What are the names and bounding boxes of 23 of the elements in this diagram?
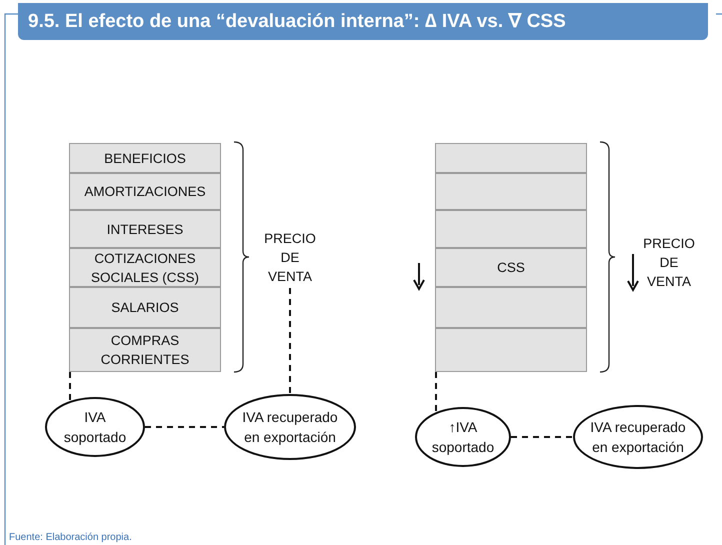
ellipse-node: ↑IVA soportado	[415, 407, 511, 467]
stack-row	[435, 143, 587, 173]
ellipse-node: IVA recuperado en exportación	[573, 405, 703, 469]
stack-row: SALARIOS	[69, 287, 221, 328]
stack-row: CSS	[435, 248, 587, 287]
bracket-label: PRECIO DE VENTA	[640, 231, 698, 293]
ellipse-node: IVA soportado	[45, 397, 145, 457]
stack-row	[435, 287, 587, 328]
stack-row: COMPRAS CORRIENTES	[69, 328, 221, 372]
dashed-connector	[145, 426, 224, 428]
stack-row: AMORTIZACIONES	[69, 173, 221, 210]
dashed-connector	[511, 436, 573, 438]
dashed-connector	[289, 288, 291, 394]
stack-row	[435, 328, 587, 372]
ellipse-node: IVA recuperado en exportación	[224, 394, 356, 460]
title-bar: 9.5. El efecto de una “devaluación interna”: ∆ IVA vs. ∇ CSS	[18, 3, 708, 40]
stack-row: INTERESES	[69, 210, 221, 248]
bracket-label: PRECIO DE VENTA	[259, 226, 321, 288]
stack-row: COTIZACIONES SOCIALES (CSS)	[69, 248, 221, 287]
stack-row	[435, 210, 587, 248]
source-note: Fuente: Elaboración propia.	[9, 532, 132, 543]
stack-row	[435, 173, 587, 210]
stack-row: BENEFICIOS	[69, 143, 221, 173]
